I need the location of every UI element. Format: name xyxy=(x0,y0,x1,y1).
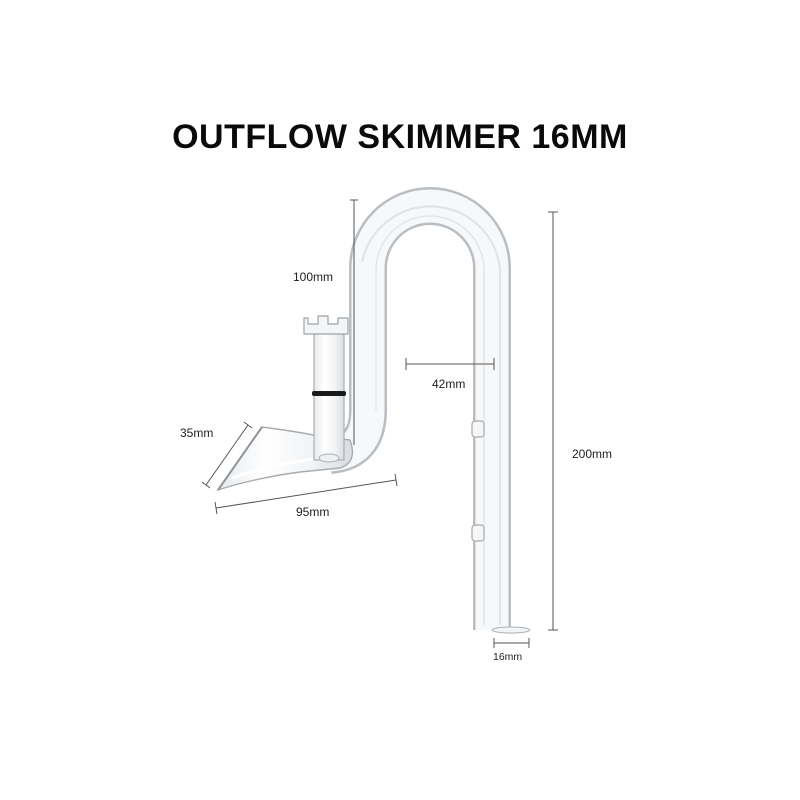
suction-nub-lower xyxy=(471,524,485,542)
riser-cap xyxy=(303,315,349,335)
skimmer-riser xyxy=(303,315,349,463)
dimension-lines xyxy=(201,199,558,648)
pipe-inner-edge xyxy=(375,215,485,625)
suction-nub-upper xyxy=(471,420,485,438)
dim-label-35mm: 35mm xyxy=(180,426,214,440)
dim-line-35mm xyxy=(205,424,249,486)
riser-base xyxy=(318,453,340,463)
funnel-lip xyxy=(217,426,263,491)
dim-label-100mm: 100mm xyxy=(293,270,334,284)
dim-label-16mm: 16mm xyxy=(493,651,523,663)
pipe-inner-highlight xyxy=(361,205,501,625)
dim-label-95mm: 95mm xyxy=(296,505,330,519)
dim-label-42mm: 42mm xyxy=(432,377,466,391)
diagram-title: OUTFLOW SKIMMER 16MM xyxy=(172,118,628,156)
outlet-opening xyxy=(491,626,531,634)
dim-label-200mm: 200mm xyxy=(572,447,613,461)
dim-line-95mm xyxy=(215,479,397,509)
glass-pipe xyxy=(327,187,531,634)
funnel-reflection xyxy=(231,456,321,480)
o-ring xyxy=(312,391,346,396)
